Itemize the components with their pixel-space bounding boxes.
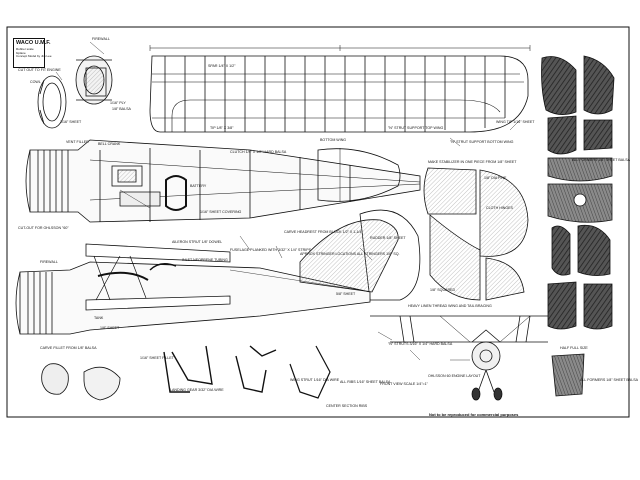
- leader-lines: [55, 41, 521, 361]
- label-aileron-strut: AILERON STRUT 1/8" DOWEL: [172, 240, 223, 244]
- drawing-subtitle: Rubber scale biplane Concept Model by Ji…: [16, 47, 52, 59]
- front-view-biplane: [370, 315, 560, 401]
- cowl-engine-detail: [37, 55, 113, 129]
- drawing-title: WACO U.M.F.: [16, 40, 51, 46]
- title-block: WACO U.M.F. Rubber scale biplane Concept…: [13, 38, 52, 68]
- label-inlet-neoprene: INLET NEOPRENE TUBING: [182, 258, 228, 262]
- label-all-formers-2: ALL FORMERS 1/8" SHEET BALSA: [580, 378, 638, 382]
- label-firewall-top: FIREWALL: [92, 37, 110, 41]
- label-battery: BATTERY: [190, 184, 207, 188]
- label-sheet-1-8: 1/8" SHEET: [100, 326, 120, 330]
- label-fillet: 1/16" SHEET FILLET: [140, 356, 174, 360]
- label-front-view: FRONT VIEW SCALE 1/4"=1": [380, 382, 428, 386]
- stabilizer-plan: [317, 148, 401, 202]
- label-sheet-covering: 1/16" SHEET COVERING: [200, 210, 242, 214]
- label-n-strut-top: "N" STRUT SUPPORT TOP WING: [388, 126, 444, 130]
- label-carve-fillet: CARVE FILLET FROM 1/8" BALSA: [40, 346, 97, 350]
- label-sheet-top: 1/16" SHEET: [60, 120, 82, 124]
- label-clutch: CLUTCH 1/4" X 1/2" HARD BALSA: [230, 150, 287, 154]
- label-cowl: COWL: [30, 80, 41, 84]
- rudder-outline: [359, 209, 421, 301]
- label-half-size: HALF FULL SIZE: [560, 346, 588, 350]
- label-landing-gear: LANDING GEAR 3/32" DIA WIRE: [170, 388, 224, 392]
- fuselage-side-upper: [25, 139, 421, 223]
- label-fuselage-planked: FUSELAGE PLANKED WITH 3/32" X 1/4" STRIP…: [230, 248, 312, 252]
- label-cut-out: CUT OUT TO FIT ENGINE: [18, 68, 61, 72]
- label-spar: SPAR 1/4" X 1/2": [208, 64, 236, 68]
- cowl-front-small: [41, 363, 121, 401]
- label-center-section: CENTER SECTION RIBS: [326, 404, 368, 408]
- label-heavy-linen: HEAVY LINEN THREAD WING AND TAIL BRACING: [408, 304, 492, 308]
- label-vent-filler: VENT FILLER: [66, 140, 89, 144]
- label-tank: TANK: [94, 316, 104, 320]
- wing-strut-wire: [289, 345, 331, 399]
- label-ohlsson-engine: OHLSSON 60 ENGINE LAYOUT: [428, 374, 481, 378]
- label-all-formers-1: ALL FORMERS 1/8" SHEET BALSA: [572, 158, 630, 162]
- label-balsa: 1/8" BALSA: [112, 107, 131, 111]
- label-bell-crank: BELL CRANK: [98, 142, 121, 146]
- label-ply: 1/16" PLY: [110, 101, 126, 105]
- label-make-stabilizer: MAKE STABILIZER IN ONE PIECE FROM 1/8" S…: [428, 160, 517, 164]
- label-cloth-hinges: CLOTH HINGES: [486, 206, 513, 210]
- tail-pieces: [423, 167, 529, 301]
- label-bottom-wing: BOTTOM WING: [320, 138, 347, 142]
- fuselage-side-lower: [15, 219, 399, 335]
- label-cutout-ohlsson: CUT-OUT FOR OHLSSON "60": [18, 226, 69, 230]
- footer-note: Not to be reproduced for commercial purp…: [429, 412, 519, 417]
- label-tip-sheet: TIP 1/8" X 3/8": [210, 126, 234, 130]
- label-firewall-mid: FIREWALL: [40, 260, 58, 264]
- label-all-ribs: ALL RIBS 1/16" SHEET BALSA: [340, 380, 391, 384]
- label-pine: 1/8" DIA PINE: [484, 176, 507, 180]
- label-wing-tip: WING TIP 1/16" SHEET: [496, 120, 535, 124]
- label-wing-strut: WING STRUT 1/16" DIA WIRE: [290, 378, 340, 382]
- label-carve-headrest: CARVE HEADREST FROM BLOCK 1/2" X 1-1/4": [284, 230, 363, 234]
- label-sheet-5-8: 5/8" SHEET: [336, 292, 356, 296]
- label-n-strut-bottom: "N" STRUT SUPPORT BOTTOM WING: [450, 140, 514, 144]
- label-approx-stringer: APPROX STRINGER LOCATIONS ALL STRINGERS …: [300, 252, 400, 256]
- label-squared: 1/8" SQUARED: [430, 288, 456, 292]
- top-wing-plan: [149, 45, 531, 133]
- formers-column: [541, 55, 615, 397]
- label-rudder: RUDDER 1/8" SHEET: [370, 236, 406, 240]
- landing-gear-wire: [163, 345, 277, 393]
- label-n-struts: "N" STRUTS 3/16" X 1/4" HARD BALSA: [388, 342, 453, 346]
